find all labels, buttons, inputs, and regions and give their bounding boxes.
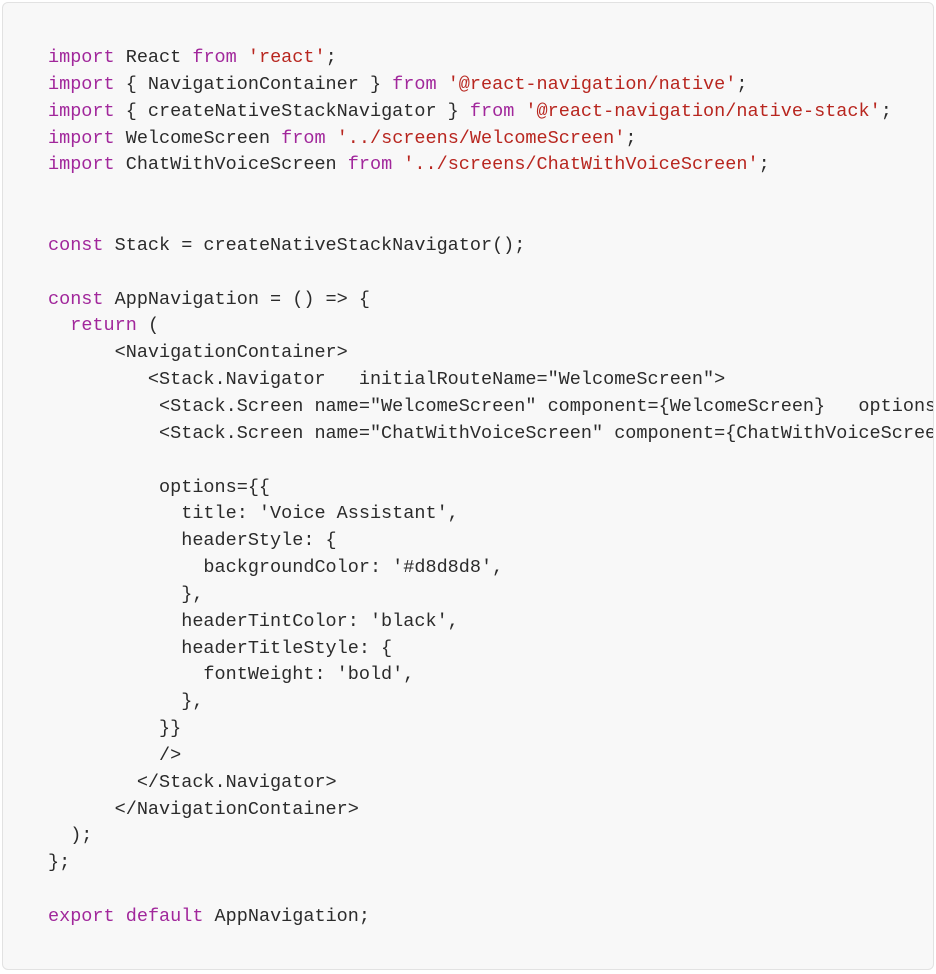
keyword-token: const [48,234,104,256]
code-line: const AppNavigation = () => { [48,287,933,314]
code-line: <Stack.Screen name="ChatWithVoiceScreen"… [48,421,934,448]
keyword-token: from [392,73,437,95]
code-token: </NavigationContainer> [48,798,359,820]
code-token [326,128,337,149]
code-token: ( [136,315,160,337]
code-token: AppNavigation = () => { [103,288,370,310]
string-token: 'react' [247,47,326,68]
string-token: '../screens/ChatWithVoiceScreen' [403,154,759,176]
keyword-token: import [48,127,115,149]
string-token: '@react-navigation/native' [447,73,737,95]
code-line: }; [48,850,933,877]
code-token: }, [48,691,204,713]
code-token [115,906,126,927]
string-token: '@react-navigation/native-stack' [525,100,881,122]
code-line: import React from 'react'; [48,45,933,72]
code-line: /> [48,743,933,770]
string-token: '../screens/WelcomeScreen' [336,127,626,149]
keyword-token: from [192,47,237,68]
code-token: ChatWithVoiceScreen [114,154,348,176]
code-line: headerTintColor: 'black', [48,609,933,636]
code-line: ); [48,823,933,850]
code-line [48,179,933,206]
code-token: title: 'Voice Assistant', [48,503,459,525]
code-token [237,47,248,68]
code-token: ; [736,73,748,95]
code-line: import WelcomeScreen from '../screens/We… [48,126,933,153]
code-line: fontWeight: 'bold', [48,662,933,689]
code-content: import React from 'react';import { Navig… [48,45,934,931]
code-line: <Stack.Screen name="WelcomeScreen" compo… [48,394,934,421]
code-token: { NavigationContainer } [114,73,393,95]
code-token: AppNavigation; [203,906,370,927]
code-line: import { NavigationContainer } from '@re… [48,72,933,99]
code-token [48,315,70,336]
keyword-token: export [48,906,115,927]
code-token: ; [880,100,892,122]
code-token [437,74,448,95]
keyword-token: import [48,73,115,95]
code-line [48,877,933,904]
code-token [514,101,525,122]
code-token: backgroundColor: '#d8d8d8', [48,557,504,579]
code-line: return ( [48,313,933,340]
code-line: }, [48,689,933,716]
code-token: WelcomeScreen [114,127,282,149]
code-token: ; [325,47,337,68]
code-line: options={{ [48,475,933,502]
keyword-token: return [70,315,137,337]
code-line: }, [48,582,933,609]
code-line: headerTitleStyle: { [48,636,933,663]
code-line [48,448,933,475]
code-token: Stack = createNativeStackNavigator(); [103,234,526,256]
code-token: <Stack.Screen name="WelcomeScreen" compo… [48,395,934,417]
code-line [48,260,933,287]
keyword-token: from [281,127,326,149]
code-token: React [114,47,193,68]
code-token: ; [625,127,637,149]
code-token: <Stack.Navigator initialRouteName="Welco… [48,369,726,391]
code-token: ); [48,825,93,847]
code-line: const Stack = createNativeStackNavigator… [48,233,933,260]
code-token: headerTitleStyle: { [48,637,393,659]
code-token: }; [48,852,71,874]
code-token: <Stack.Screen name="ChatWithVoiceScreen"… [48,422,934,444]
code-line: title: 'Voice Assistant', [48,501,933,528]
code-token: headerTintColor: 'black', [48,610,459,632]
code-token: }} [48,718,182,740]
code-line: </NavigationContainer> [48,797,933,824]
code-line [48,206,933,233]
keyword-token: default [125,906,204,927]
code-line: <NavigationContainer> [48,340,933,367]
code-line: backgroundColor: '#d8d8d8', [48,555,933,582]
code-token: { createNativeStackNavigator } [114,100,470,122]
code-token: </Stack.Navigator> [48,771,337,793]
keyword-token: import [48,154,115,176]
keyword-token: from [469,100,515,122]
code-token: options={{ [48,476,271,498]
code-token: /> [48,744,182,766]
code-line: <Stack.Navigator initialRouteName="Welco… [48,367,933,394]
code-token [392,154,403,175]
code-line: import ChatWithVoiceScreen from '../scre… [48,152,933,179]
keyword-token: const [48,288,104,310]
code-line: export default AppNavigation; [48,904,933,931]
keyword-token: from [347,154,393,176]
code-token: headerStyle: { [48,530,337,552]
code-line: headerStyle: { [48,528,933,555]
keyword-token: import [48,100,115,122]
code-line: import { createNativeStackNavigator } fr… [48,99,933,126]
keyword-token: import [48,47,115,68]
code-token: }, [48,583,204,605]
code-token: ; [758,154,770,176]
code-line: }} [48,716,933,743]
code-token: <NavigationContainer> [48,342,348,364]
code-line: </Stack.Navigator> [48,770,933,797]
code-token: fontWeight: 'bold', [48,664,415,686]
